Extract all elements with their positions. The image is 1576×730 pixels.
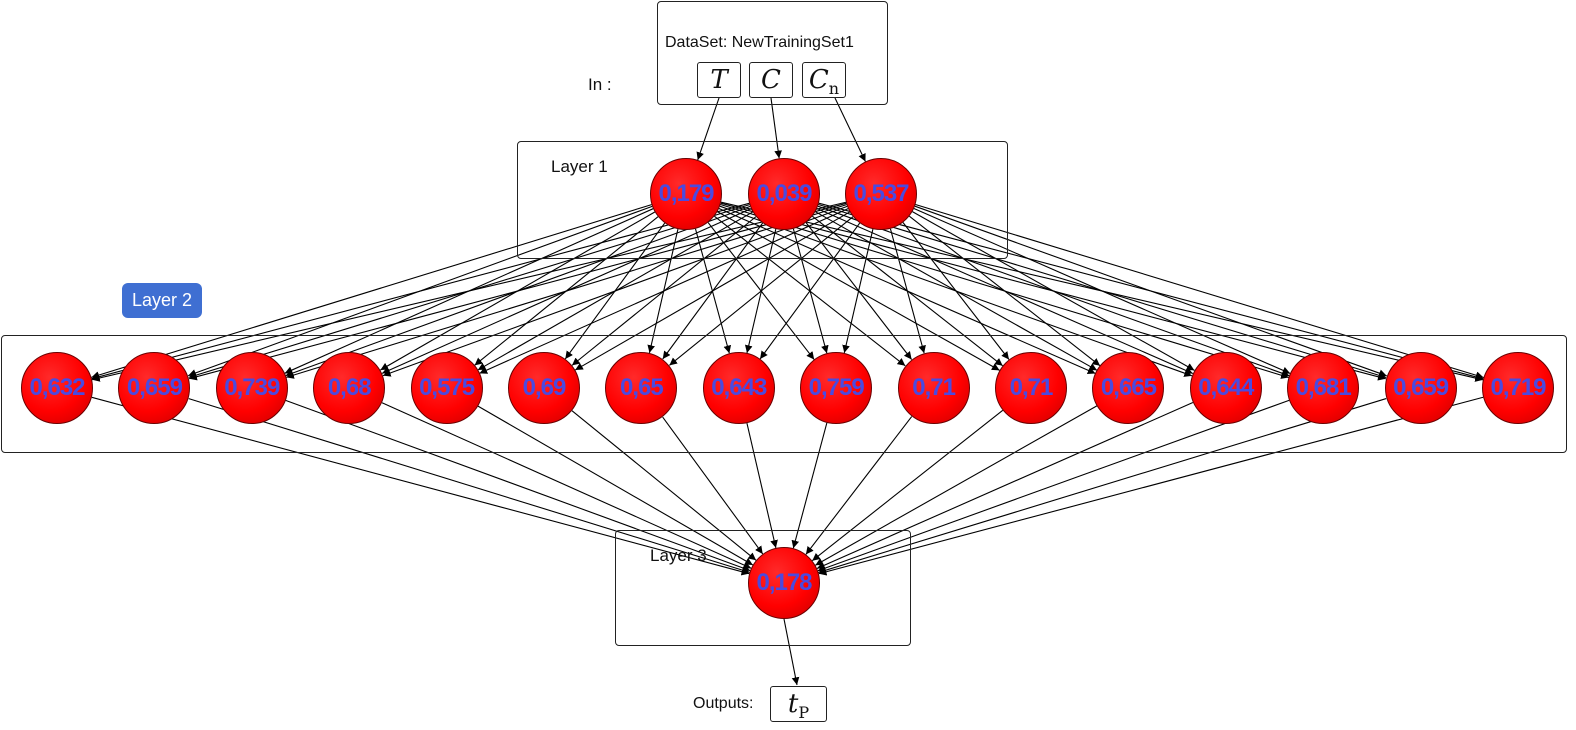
layer-3-box xyxy=(615,530,911,646)
edge-layer2-to-layer3 xyxy=(818,398,1387,574)
edge-layer2-to-layer3 xyxy=(571,410,757,561)
variable-symbol: t xyxy=(787,689,799,719)
edge-layer2-to-layer3 xyxy=(91,396,750,576)
variable-symbol: C xyxy=(761,65,781,95)
layer-1-box xyxy=(517,141,1008,259)
neuron-layer1[interactable]: 0,039 xyxy=(748,158,820,230)
edge-layer1-to-layer2 xyxy=(91,204,652,379)
input-variable-T[interactable]: T xyxy=(697,62,741,98)
variable-subscript: n xyxy=(828,79,840,99)
input-prefix-label: In : xyxy=(588,75,612,94)
neuron-layer2[interactable]: 0,719 xyxy=(1482,352,1554,424)
variable-symbol: T xyxy=(710,65,728,95)
edge-input-to-layer1 xyxy=(770,97,782,159)
neuron-layer2[interactable]: 0,71 xyxy=(897,352,970,424)
edge-input-to-layer1 xyxy=(696,97,720,161)
edge-layer1-to-layer2 xyxy=(91,201,847,382)
input-variable-Cn[interactable]: Cn xyxy=(802,62,846,98)
variable-symbol: C xyxy=(808,65,829,95)
neuron-layer2[interactable]: 0,68 xyxy=(313,352,386,424)
output-variable-tP[interactable]: tP xyxy=(770,686,827,722)
layer-3-label: Layer 3 xyxy=(650,546,707,565)
edge-layer2-to-layer3 xyxy=(477,405,754,566)
neuron-layer3[interactable]: 0,178 xyxy=(748,547,820,619)
layer-2-badge[interactable]: Layer 2 xyxy=(122,283,202,318)
input-dataset-box xyxy=(657,1,888,105)
neuron-layer2[interactable]: 0,69 xyxy=(508,352,580,424)
edge-layer2-to-layer3 xyxy=(818,396,1484,576)
edge-layer1-to-layer2 xyxy=(842,228,874,354)
edge-layer1-to-layer2 xyxy=(574,211,851,371)
edge-layer3-to-output xyxy=(783,618,800,686)
edge-layer2-to-layer3 xyxy=(285,399,751,572)
neuron-layer2[interactable]: 0,659 xyxy=(1384,352,1457,424)
neuron-layer2[interactable]: 0,659 xyxy=(118,352,191,424)
edge-layer1-to-layer2 xyxy=(902,222,1010,360)
edge-layer2-to-layer3 xyxy=(791,422,828,549)
neuron-layer2[interactable]: 0,65 xyxy=(605,352,678,424)
layer-2-box xyxy=(1,335,1567,453)
layer-1-label: Layer 1 xyxy=(551,157,608,176)
input-variable-C[interactable]: C xyxy=(749,62,793,98)
edge-layer2-to-layer3 xyxy=(662,416,764,555)
variable-subscript: P xyxy=(798,703,810,723)
edge-layer2-to-layer3 xyxy=(811,409,1004,562)
neuron-layer2[interactable]: 0,575 xyxy=(410,352,483,424)
neuron-layer2[interactable]: 0,759 xyxy=(800,352,873,424)
edge-layer2-to-layer3 xyxy=(805,416,913,555)
edge-layer1-to-layer2 xyxy=(913,207,1291,375)
edge-layer1-to-layer2 xyxy=(669,216,854,366)
edge-layer2-to-layer3 xyxy=(746,422,778,549)
edge-layer1-to-layer2 xyxy=(908,215,1101,367)
neuron-layer2[interactable]: 0,665 xyxy=(1092,352,1165,424)
edge-layer2-to-layer3 xyxy=(817,399,1290,572)
edge-layer1-to-layer2 xyxy=(915,203,1484,379)
edge-layer1-to-layer2 xyxy=(286,204,847,379)
edge-layer1-to-layer2 xyxy=(479,208,849,374)
neuron-layer2[interactable]: 0,644 xyxy=(1189,352,1262,424)
edge-layer1-to-layer2 xyxy=(91,202,750,381)
edge-input-to-layer1 xyxy=(834,97,866,162)
neuron-layer2[interactable]: 0,739 xyxy=(215,352,288,424)
neuron-layer2[interactable]: 0,681 xyxy=(1287,352,1360,424)
neuron-layer1[interactable]: 0,537 xyxy=(845,158,917,230)
edge-layer1-to-layer2 xyxy=(189,202,847,381)
dataset-label: DataSet: NewTrainingSet1 xyxy=(665,34,854,51)
edge-layer2-to-layer3 xyxy=(188,398,750,574)
neuron-layer1[interactable]: 0,179 xyxy=(650,158,722,230)
edge-layer1-to-layer2 xyxy=(382,205,848,377)
neuron-layer2[interactable]: 0,71 xyxy=(995,352,1067,424)
edge-layer1-to-layer2 xyxy=(914,205,1387,377)
edge-layer1-to-layer2 xyxy=(759,222,861,360)
edge-layer1-to-layer2 xyxy=(912,211,1195,371)
edge-layer1-to-layer2 xyxy=(889,228,926,354)
edge-layer2-to-layer3 xyxy=(815,405,1098,566)
edge-layer2-to-layer3 xyxy=(381,402,752,569)
neuron-layer2[interactable]: 0,643 xyxy=(702,352,775,424)
edge-layer2-to-layer3 xyxy=(816,402,1194,569)
outputs-label: Outputs: xyxy=(693,695,754,712)
neuron-layer2[interactable]: 0,632 xyxy=(21,352,93,424)
